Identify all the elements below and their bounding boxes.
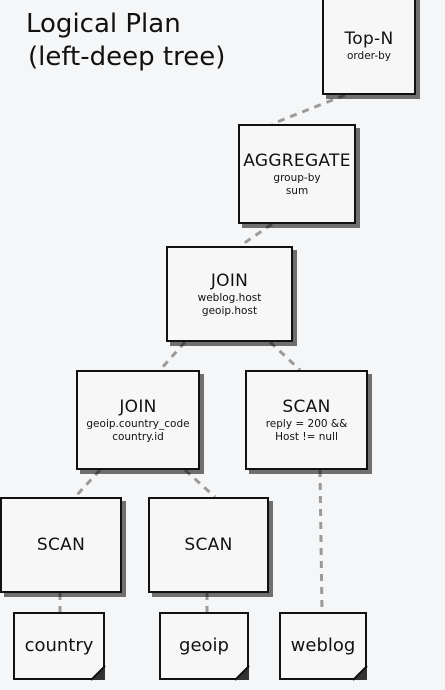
edge-join-top-scan-filter <box>268 340 302 372</box>
edge-join-top-join-left <box>158 341 187 371</box>
node-op-label: JOIN <box>119 396 157 417</box>
edge-topn-aggregate <box>271 93 346 126</box>
node-detail: sum <box>285 184 309 197</box>
folded-corner-icon <box>91 666 106 681</box>
node-detail: reply = 200 && <box>265 417 348 430</box>
node-scan-filter: SCAN reply = 200 && Host != null <box>245 370 368 470</box>
node-op-label: JOIN <box>210 270 249 291</box>
node-detail: weblog.host <box>197 291 262 304</box>
table-weblog: weblog <box>279 612 367 680</box>
node-join-left: JOIN geoip.country_code country.id <box>76 370 200 470</box>
folded-corner-icon <box>353 666 368 681</box>
node-op-label: AGGREGATE <box>243 150 351 171</box>
table-geoip: geoip <box>159 612 249 680</box>
node-op-label: SCAN <box>282 396 331 417</box>
edge-join-left-scan-country <box>73 468 102 499</box>
folded-corner-icon <box>235 666 250 681</box>
node-scan-geoip: SCAN <box>148 497 269 593</box>
node-top-n: Top-N order-by <box>322 0 416 95</box>
title-line-1: Logical Plan <box>26 9 181 39</box>
title-line-2: (left-deep tree) <box>28 42 226 72</box>
node-detail: order-by <box>347 49 391 62</box>
diagram-title: Logical Plan (left-deep tree) <box>26 8 225 74</box>
edge-join-left-scan-geoip <box>183 468 217 499</box>
node-detail: geoip.country_code <box>86 417 190 430</box>
node-join-top: JOIN weblog.host geoip.host <box>166 246 293 342</box>
node-op-label: SCAN <box>36 534 86 555</box>
table-name: country <box>24 635 94 656</box>
edge-scan-filter-weblog <box>318 469 324 613</box>
node-op-label: Top-N <box>344 28 394 49</box>
table-name: weblog <box>290 635 356 656</box>
node-detail: group-by <box>273 171 321 184</box>
table-name: geoip <box>179 635 229 656</box>
node-scan-country: SCAN <box>0 497 122 593</box>
edge-aggregate-join-top <box>239 222 273 248</box>
table-country: country <box>13 612 105 680</box>
node-aggregate: AGGREGATE group-by sum <box>238 124 356 224</box>
node-detail: geoip.host <box>201 304 258 317</box>
node-detail: country.id <box>112 430 164 443</box>
node-op-label: SCAN <box>184 534 233 555</box>
node-detail: Host != null <box>275 430 338 443</box>
